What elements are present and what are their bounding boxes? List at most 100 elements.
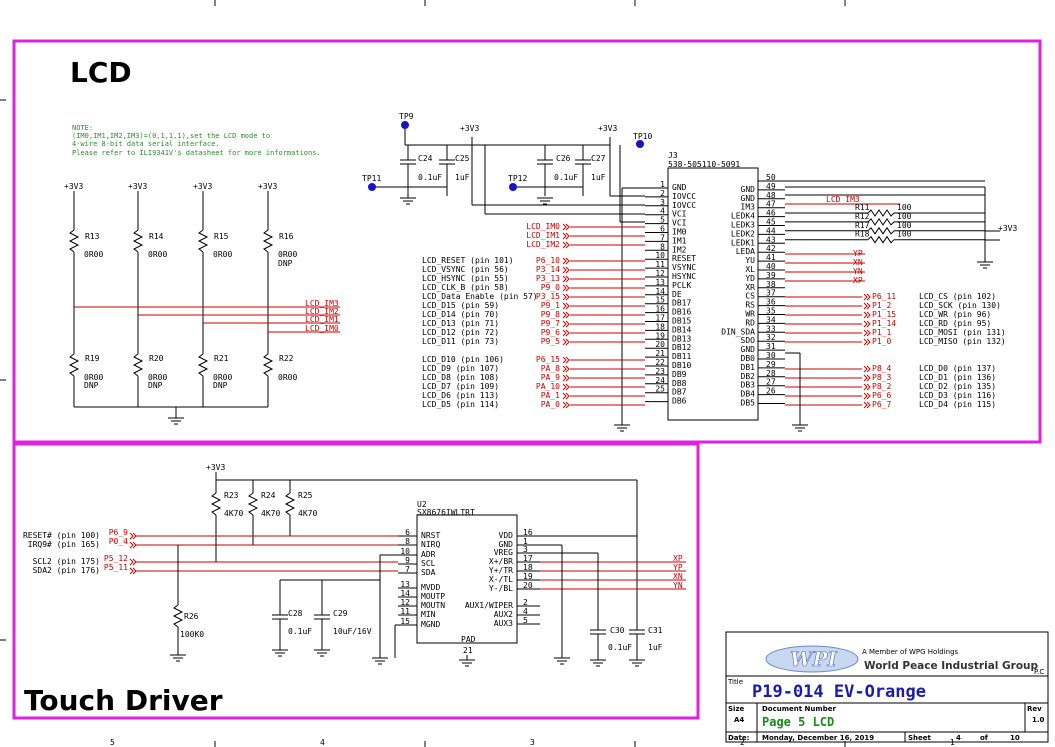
- touch-signal-desc: SCL2 (pin 175): [33, 557, 100, 566]
- led-res-value: 100: [897, 221, 912, 230]
- date-label: Date:: [728, 734, 750, 742]
- left-net-desc: LCD_D12 (pin 72): [422, 328, 499, 337]
- touch-signal-desc: SDA2 (pin 176): [33, 566, 100, 575]
- j3-part: 538-505110-5091: [668, 160, 740, 169]
- right-net-touch: XP: [853, 276, 863, 285]
- j3-pin-left-name: PCLK: [672, 281, 691, 290]
- j3-pin-left-name: DB8: [672, 379, 687, 388]
- j3-pin-left-num: 23: [655, 367, 665, 376]
- im-net-3: LCD_IM0: [305, 324, 339, 333]
- left-net-desc: LCD_D6 (pin 113): [422, 391, 499, 400]
- u2-pin-left-num: 12: [400, 598, 410, 607]
- j3-pin-left-num: 8: [660, 242, 665, 251]
- j3-pin-right-num: 45: [766, 218, 776, 227]
- j3-pin-right-name: LEDK2: [731, 229, 755, 238]
- power-3v3-col-1: +3V3: [64, 182, 83, 191]
- note-line-3: 4-wire 8-bit data serial interface.: [72, 140, 220, 148]
- border-mark-4: 4: [320, 738, 325, 747]
- j3-pin-left-name: VCI: [672, 210, 687, 219]
- u2-pin-left-num: 8: [405, 537, 410, 546]
- j3-pin-left-num: 25: [655, 385, 665, 394]
- j3-pin-right-name: IM3: [741, 203, 756, 212]
- j3-pin-right-name: LEDK4: [731, 212, 755, 221]
- j3-pin-left-name: DB6: [672, 397, 687, 406]
- c25-ref: C25: [455, 154, 470, 163]
- u2-pin-left-name: MIN: [421, 610, 436, 619]
- left-net-label: P9_5: [541, 337, 560, 346]
- j3-pin-left-name: HSYNC: [672, 272, 696, 281]
- j3-pin-left-num: 12: [655, 269, 665, 278]
- left-net-label: LCD_IM2: [526, 240, 560, 249]
- j3-ref: J3: [668, 151, 678, 160]
- led-res-ref: R17: [855, 221, 870, 230]
- j3-pin-left-name: DB12: [672, 343, 691, 352]
- power-3v3-col-2: +3V3: [128, 182, 147, 191]
- c28-value: 0.1uF: [288, 627, 312, 636]
- u2-pin-right-num: 3: [523, 545, 528, 554]
- j3-pin-right-num: 41: [766, 253, 776, 262]
- power-3v3-col-3: +3V3: [193, 182, 212, 191]
- left-net-desc: LCD_D11 (pin 73): [422, 337, 499, 346]
- c31-ref: C31: [648, 626, 663, 635]
- left-net-desc: LCD_D15 (pin 59): [422, 301, 499, 310]
- right-net-desc: LCD_WR (pin 96): [919, 310, 991, 319]
- left-net-desc: LCD_D5 (pin 114): [422, 400, 499, 409]
- j3-pin-right-num: 35: [766, 307, 776, 316]
- border-mark-3: 3: [530, 738, 535, 747]
- right-net-desc: LCD_D4 (pin 115): [919, 400, 996, 409]
- j3-pin-left-num: 15: [655, 296, 665, 305]
- u2-pin-left-name: SCL: [421, 559, 436, 568]
- left-net-label: LCD_IM1: [526, 231, 560, 240]
- j3-pin-right-name: CS: [745, 292, 755, 301]
- power-3v3-b: +3V3: [598, 124, 617, 133]
- j3-pin-right-name: GND: [741, 185, 756, 194]
- u2-pin-left-num: 9: [405, 556, 410, 565]
- im-net-0: LCD_IM3: [305, 299, 339, 308]
- j3-pin-right-name: DB1: [741, 363, 756, 372]
- u2-pin-right-name: VDD: [499, 531, 514, 540]
- u2-pin-right-name: VREG: [494, 548, 513, 557]
- j3-pin-left-name: IM0: [672, 228, 687, 237]
- r-top-2-value: 0R00: [148, 250, 167, 259]
- c30-value: 0.1uF: [608, 643, 632, 652]
- left-net-desc: LCD_D10 (pin 106): [422, 355, 504, 364]
- left-net-label: P9_7: [541, 319, 560, 328]
- right-net-desc: LCD_MISO (pin 132): [919, 337, 1006, 346]
- wpi-logo: [765, 645, 859, 673]
- j3-pin-left-name: GND: [672, 183, 687, 192]
- j3-pin-left-name: DB15: [672, 317, 691, 326]
- touch-signal-net: P0_4: [109, 537, 128, 546]
- j3-pin-right-name: DB5: [741, 399, 756, 408]
- c27-value: 1uF: [591, 173, 606, 182]
- led-res-ref: R18: [855, 230, 870, 239]
- j3-pin-left-name: IM2: [672, 245, 687, 254]
- right-net-desc: LCD_D2 (pin 135): [919, 382, 996, 391]
- r-bot-2-value: 0R00: [148, 373, 167, 382]
- c31-value: 1uF: [648, 643, 663, 652]
- c24-ref: C24: [418, 154, 433, 163]
- right-net-label: P1_1: [872, 328, 891, 337]
- sheet-number: 4: [956, 734, 961, 742]
- title-block-frame: [725, 631, 1049, 743]
- right-net-desc: LCD_CS (pin 102): [919, 292, 996, 301]
- left-net-label: PA_10: [536, 382, 560, 391]
- right-net-label: P1_15: [872, 310, 896, 319]
- j3-pin-left-num: 5: [660, 216, 665, 225]
- left-net-desc: LCD_D14 (pin 70): [422, 310, 499, 319]
- u2-pin-left-name: MGND: [421, 620, 440, 629]
- j3-pin-right-name: DB0: [741, 354, 756, 363]
- j3-pin-right-num: 33: [766, 324, 776, 333]
- left-net-label: P3_14: [536, 265, 560, 274]
- u2-pin-right-num: 20: [523, 581, 533, 590]
- left-net-label: P9_8: [541, 310, 560, 319]
- touch-net-label: YN: [673, 581, 683, 590]
- u2-body: [416, 514, 518, 644]
- right-net-label: P1_14: [872, 319, 896, 328]
- r-bot-3-note: DNP: [213, 381, 228, 390]
- c28-ref: C28: [288, 609, 303, 618]
- left-net-label: PA_0: [541, 400, 560, 409]
- j3-pin-right-num: 28: [766, 369, 776, 378]
- u2-pin-right-num: 17: [523, 554, 533, 563]
- right-net-label: P1_2: [872, 301, 891, 310]
- touch-net-label: XN: [673, 572, 683, 581]
